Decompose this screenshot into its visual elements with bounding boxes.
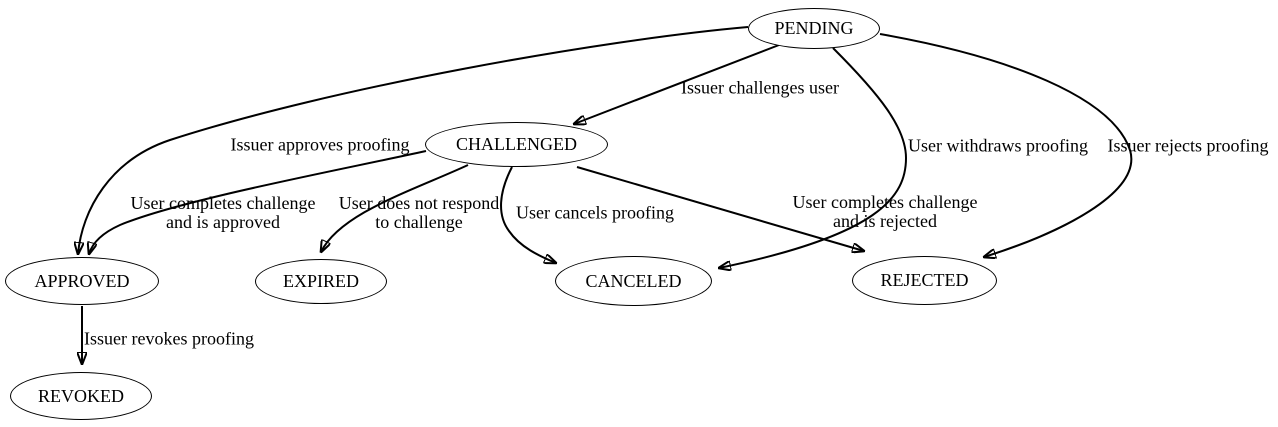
state-node-approved: APPROVED <box>5 257 159 305</box>
state-node-challenged: CHALLENGED <box>425 122 608 167</box>
state-node-pending: PENDING <box>748 8 880 49</box>
state-node-expired: EXPIRED <box>255 259 387 304</box>
edge-label-line: Issuer rejects proofing <box>1107 135 1269 156</box>
edge-label-line: User does not respond <box>338 193 500 213</box>
edge-pending-rejected <box>879 33 1133 257</box>
edge-pending-challenged <box>574 44 780 124</box>
edge-label-line: Issuer revokes proofing <box>84 328 254 349</box>
edge-label-line: to challenge <box>375 212 463 232</box>
edge-label-line: User withdraws proofing <box>908 135 1088 156</box>
edge-label-issuer-rejects-proofing: Issuer rejects proofing <box>1107 135 1269 156</box>
edge-label-line: and is rejected <box>833 211 937 231</box>
state-label-challenged: CHALLENGED <box>456 134 577 154</box>
state-label-canceled: CANCELED <box>585 270 682 291</box>
state-node-revoked: REVOKED <box>10 372 152 420</box>
edge-label-user-withdraws-proofing: User withdraws proofing <box>908 135 1088 156</box>
edge-label-line: User cancels proofing <box>516 202 674 223</box>
edge-label-line: Issuer approves proofing <box>230 134 410 155</box>
edge-label-line: User completes challenge <box>792 192 978 212</box>
edge-label-issuer-revokes-proofing: Issuer revokes proofing <box>84 328 254 349</box>
edge-label-user-completes-challenge-approved: User completes challenge and is approved <box>131 194 316 232</box>
state-label-expired: EXPIRED <box>283 271 359 291</box>
edge-pending-approved <box>78 26 749 254</box>
edge-challenged-canceled <box>500 166 556 263</box>
edge-label-line: User completes challenge <box>130 193 316 213</box>
edge-label-issuer-approves-proofing: Issuer approves proofing <box>230 134 410 155</box>
edge-challenged-approved <box>89 150 427 254</box>
edge-label-user-completes-challenge-rejected: User completes challenge and is rejected <box>793 193 978 231</box>
edge-pending-canceled <box>719 47 908 268</box>
edge-challenged-expired <box>321 164 469 252</box>
edge-label-line: Issuer challenges user <box>681 77 839 98</box>
edge-challenged-rejected <box>576 166 864 251</box>
edge-label-user-cancels-proofing: User cancels proofing <box>516 202 674 223</box>
state-node-rejected: REJECTED <box>852 256 997 305</box>
state-node-canceled: CANCELED <box>555 256 712 306</box>
state-label-revoked: REVOKED <box>38 385 124 406</box>
state-label-rejected: REJECTED <box>880 270 969 290</box>
edge-label-user-does-not-respond: User does not respond to challenge <box>339 194 499 232</box>
edge-label-issuer-challenges-user: Issuer challenges user <box>681 77 839 98</box>
edge-label-line: and is approved <box>166 212 280 232</box>
state-label-approved: APPROVED <box>34 270 130 291</box>
state-label-pending: PENDING <box>774 18 854 38</box>
